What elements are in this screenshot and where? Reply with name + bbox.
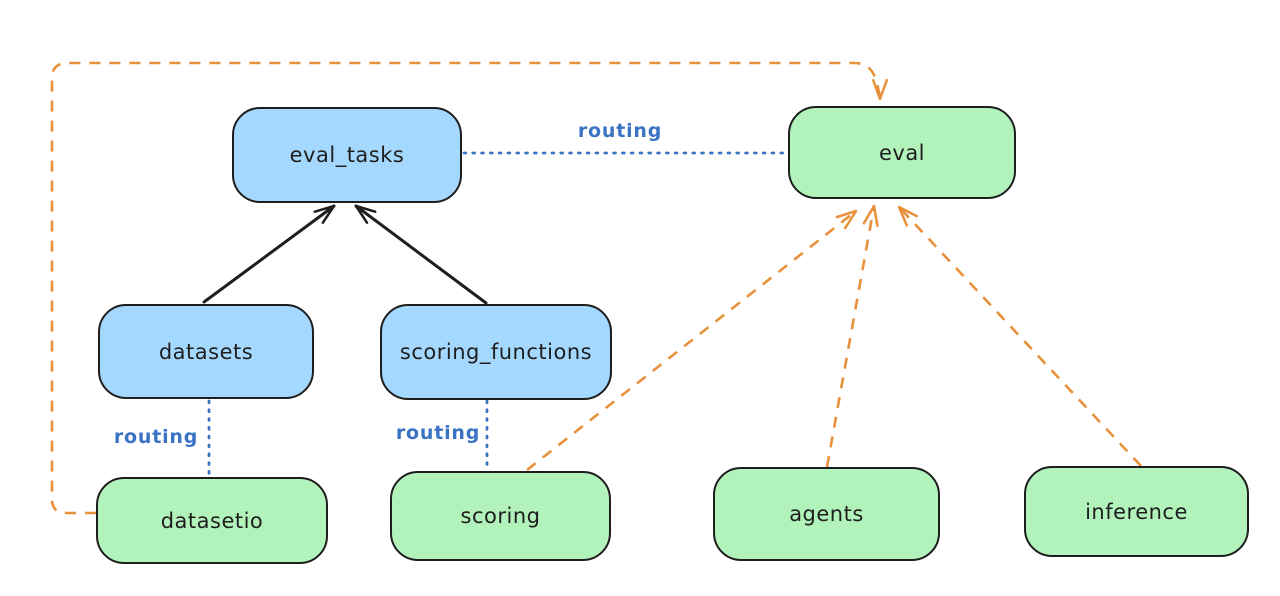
node-eval: eval [788, 106, 1016, 199]
node-datasetio-label: datasetio [160, 508, 264, 533]
node-datasetio: datasetio [96, 477, 328, 564]
edge-label-routing-datasets-datasetio: routing [113, 426, 199, 448]
edge-agents-to-eval [825, 204, 879, 468]
node-scoring-label: scoring [460, 504, 541, 528]
edge-line [526, 209, 857, 472]
arrowhead-icon [835, 209, 858, 230]
node-eval_tasks: eval_tasks [232, 107, 462, 203]
node-eval-label: eval [878, 140, 926, 165]
node-eval_tasks-label: eval_tasks [289, 143, 405, 167]
node-scoring: scoring [390, 471, 611, 561]
node-scoring_functions-label: scoring_functions [399, 340, 593, 364]
edge-scoring_functions-to-eval_tasks [354, 204, 488, 305]
node-inference-label: inference [1085, 499, 1188, 524]
edge-datasets-to-eval_tasks [202, 204, 336, 304]
edge-label-routing-eval_tasks-eval: routing [577, 120, 663, 142]
node-agents-label: agents [789, 502, 864, 526]
edge-line [898, 206, 1142, 467]
edge-inference-to-eval [897, 205, 1142, 467]
edge-scoring-to-eval [526, 209, 858, 472]
arrowhead-icon [862, 204, 879, 227]
edge-line [202, 204, 336, 304]
arrowhead-icon [897, 205, 919, 227]
edge-datasetio-to-eval [50, 61, 889, 515]
node-datasets-label: datasets [158, 339, 254, 364]
edge-line [50, 61, 882, 515]
arrowhead-icon [871, 78, 889, 101]
node-scoring_functions: scoring_functions [380, 304, 612, 400]
edge-label-routing-scoring_functions-scoring: routing [395, 422, 481, 444]
arrowhead-icon [354, 204, 377, 224]
edge-line [354, 204, 488, 305]
edge-line [825, 205, 876, 468]
node-datasets: datasets [98, 304, 314, 399]
node-agents: agents [713, 467, 940, 561]
arrowhead-icon [313, 204, 336, 224]
node-inference: inference [1024, 466, 1249, 557]
